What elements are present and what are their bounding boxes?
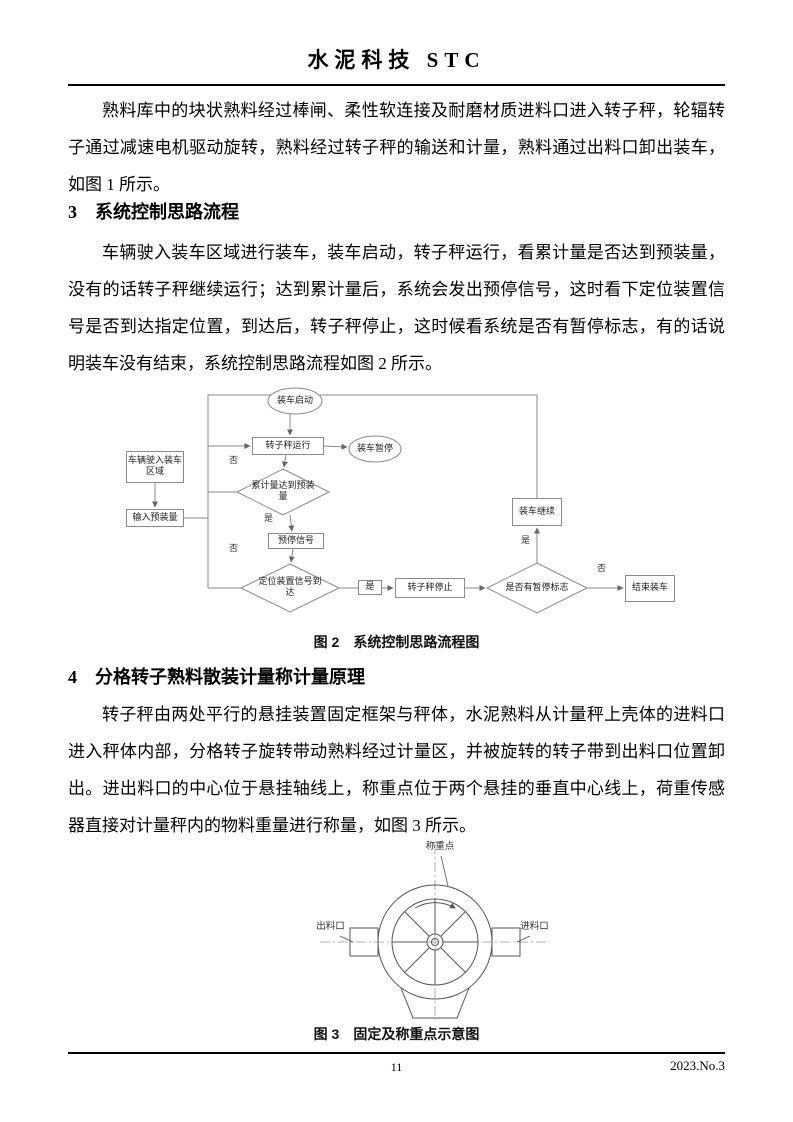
flow-label-no-3: 否 xyxy=(596,564,608,574)
flow-node-check-accumulate: 累计量达到预装量 xyxy=(251,481,315,502)
flow-label-no-1: 否 xyxy=(228,456,240,466)
outlet-leader xyxy=(339,935,354,943)
spoke-6 xyxy=(404,911,430,937)
flow-shape-diamond-position xyxy=(239,563,341,613)
section-3-heading: 3 系统控制思路流程 xyxy=(68,202,239,222)
flow-line-run-pause xyxy=(323,443,348,450)
flow-label-yes-box: 是 xyxy=(358,580,382,595)
flowchart-canvas xyxy=(152,387,624,614)
shaft-circle xyxy=(431,938,439,946)
flow-node-vehicle-enter: 车辆驶入装车区域 xyxy=(126,451,184,483)
spoke-2 xyxy=(440,947,466,973)
flow-line-presignal-position xyxy=(288,548,295,563)
flow-line-run-check xyxy=(281,454,288,468)
flow-line-check-presignal xyxy=(288,514,295,532)
footer-rule xyxy=(68,1052,725,1054)
flow-node-loading-continue: 装车继续 xyxy=(512,498,562,526)
flow-node-check-position: 定位装置信号到达 xyxy=(258,577,322,598)
weigh-point-label: 称重点 xyxy=(425,841,455,852)
flow-node-start: 装车启动 xyxy=(276,395,313,406)
figure-2-flowchart: 装车启动 转子秤运行 装车暂停 车辆驶入装车区域 输入预装量 累计量达到预装量 … xyxy=(100,385,700,630)
flow-label-yes-2: 是 xyxy=(520,536,532,546)
section-4-paragraph: 转子秤由两处平行的悬挂装置固定框架与秤体，水泥熟料从计量秤上壳体的进料口进入秤体… xyxy=(68,705,725,835)
rotor-drawing-canvas xyxy=(320,844,550,1020)
flow-shape-diamond-accumulate xyxy=(235,468,331,516)
flow-node-rotor-stop: 转子秤停止 xyxy=(395,578,465,598)
outlet-flange xyxy=(349,927,379,957)
weigh-point-leader xyxy=(440,855,449,887)
flow-shape-start-oval xyxy=(267,387,323,415)
header-rule xyxy=(68,84,725,86)
journal-title: 水泥科技 STC xyxy=(307,48,486,72)
section-4-heading: 4 分格转子熟料散装计量称计量原理 xyxy=(68,667,365,687)
flow-shape-diamond-pauseflag xyxy=(485,562,589,614)
flow-shape-pause-oval xyxy=(348,435,402,463)
figure-3-caption: 图 3 固定及称重点示意图 xyxy=(313,1026,480,1042)
flow-label-no-2: 否 xyxy=(228,544,240,554)
figure-2-caption: 图 2 系统控制思路流程图 xyxy=(313,634,480,650)
footer-page-number: 11 xyxy=(390,1060,403,1074)
spoke-4 xyxy=(404,947,430,973)
flow-node-pre-stop-signal: 预停信号 xyxy=(268,533,324,549)
section-3-paragraph: 车辆驶入装车区域进行装车，装车启动，转子秤运行，看累计量是否达到预装量，没有的话… xyxy=(68,243,725,373)
intro-paragraph: 熟料库中的块状熟料经过棒闸、柔性软连接及耐磨材质进料口进入转子秤，轮辐转子通过减… xyxy=(68,101,725,194)
flow-node-rotor-run: 转子秤运行 xyxy=(252,437,324,455)
outlet-label: 出料口 xyxy=(316,921,345,932)
footer-issue: 2023.No.3 xyxy=(670,1058,725,1073)
inlet-label: 进料口 xyxy=(520,921,549,932)
inlet-flange xyxy=(491,927,521,957)
flow-label-yes-1: 是 xyxy=(263,514,275,524)
figure-3-drawing: 称重点 出料口 进料口 xyxy=(295,842,575,1022)
hopper-skirt xyxy=(400,987,470,1019)
flow-node-loading-end: 结束装车 xyxy=(625,575,675,602)
inlet-leader xyxy=(516,935,531,943)
flow-node-input-preset: 输入预装量 xyxy=(126,509,184,527)
flow-node-loading-pause: 装车暂停 xyxy=(356,443,393,454)
rotation-arrow xyxy=(414,902,456,909)
spoke-8 xyxy=(440,911,466,937)
flow-node-check-pause-flag: 是否有暂停标志 xyxy=(505,582,569,593)
